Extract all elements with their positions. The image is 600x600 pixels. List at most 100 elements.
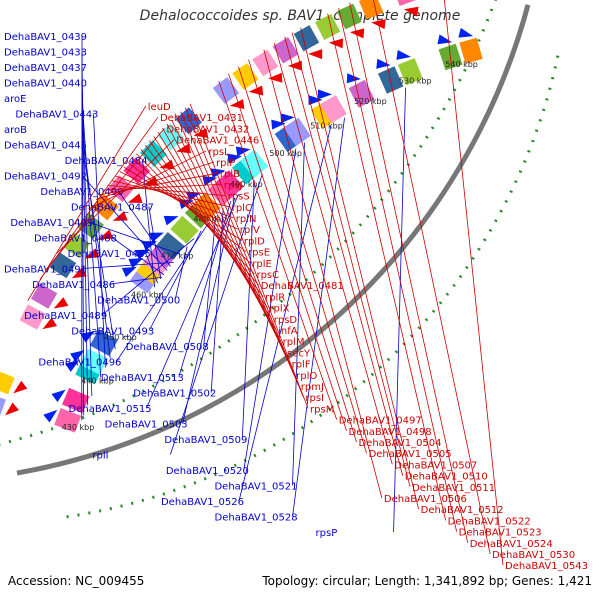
forward-gene-label: rpsP <box>316 528 338 539</box>
forward-gene-label: rplI <box>92 451 108 462</box>
forward-gene-leader <box>146 193 239 409</box>
forward-gene-label: DehaBAV1_0440 <box>4 79 87 90</box>
reverse-gene-arrow <box>98 229 114 240</box>
forward-gene-leader <box>81 262 174 269</box>
forward-gene-label: DehaBAV1_0437 <box>4 63 87 74</box>
reverse-feature-block <box>49 252 77 279</box>
reverse-gene-arrow <box>287 60 303 71</box>
forward-feature-block <box>54 407 82 433</box>
reverse-gene-label: rplM <box>283 337 305 348</box>
kbp-label: 540 kbp <box>445 60 478 69</box>
reverse-gene-arrow <box>328 38 344 49</box>
reverse-gene-leader <box>103 184 222 191</box>
forward-feature-block <box>459 37 483 64</box>
reverse-feature-block <box>232 63 259 90</box>
forward-gene-leader <box>88 221 181 255</box>
forward-gene-arrow <box>65 359 80 372</box>
forward-gene-label: DehaBAV1_0526 <box>161 497 244 508</box>
forward-gene-label: DehaBAV1_0445 <box>4 141 87 152</box>
forward-gene-leader <box>81 144 116 350</box>
reverse-gene-leader <box>111 180 230 208</box>
reverse-gene-leader <box>180 111 300 387</box>
reverse-gene-label: rpsJ <box>224 180 243 191</box>
forward-gene-label: DehaBAV1_0521 <box>214 482 297 493</box>
reverse-feature-block <box>358 0 384 20</box>
forward-feature-block <box>320 95 347 124</box>
forward-feature-block <box>283 117 311 146</box>
accession-text: Accession: NC_009455 <box>8 574 145 588</box>
reverse-gene-arrow <box>53 297 69 309</box>
reverse-gene-arrow <box>268 72 283 83</box>
reverse-gene-leader <box>107 184 226 196</box>
forward-gene-label: DehaBAV1_0490 <box>40 187 123 198</box>
reverse-gene-label: DehaBAV1_0522 <box>448 516 531 527</box>
forward-gene-label: DehaBAV1_0492 <box>4 172 87 183</box>
reverse-gene-arrow <box>229 99 245 110</box>
forward-gene-arrow <box>376 58 391 69</box>
backbone-circle <box>16 4 531 476</box>
forward-gene-leader <box>241 180 255 440</box>
forward-gene-label: DehaBAV1_0487 <box>71 203 154 214</box>
forward-gene-label: DehaBAV1_0433 <box>4 48 87 59</box>
forward-gene-leader <box>238 125 332 502</box>
reverse-gene-label: rpsL <box>208 147 230 158</box>
reverse-gene-label: rplN <box>236 214 257 225</box>
map-rings <box>0 0 560 519</box>
reverse-gene-label: secY <box>287 348 311 359</box>
kbp-label: 440 kbp <box>81 377 114 386</box>
forward-gene-arrow <box>280 113 295 124</box>
forward-gene-label: DehaBAV1_0443 <box>15 110 98 121</box>
reverse-gene-leader <box>99 172 218 196</box>
reverse-gene-label: rpmJ <box>301 382 324 393</box>
reverse-feature-block <box>19 304 46 330</box>
reverse-gene-leader <box>218 80 338 420</box>
reverse-gene-arrow <box>127 193 143 203</box>
reverse-gene-label: DehaBAV1_0504 <box>358 438 441 449</box>
forward-gene-leader <box>182 197 236 424</box>
forward-gene-arrow <box>210 168 226 179</box>
reverse-gene-arrow <box>5 402 19 416</box>
reverse-feature-block <box>392 0 417 6</box>
reverse-gene-label: DehaBAV1_0530 <box>492 550 575 561</box>
reverse-gene-leader <box>327 13 447 521</box>
forward-gene-arrow <box>437 34 453 45</box>
forward-gene-leader <box>101 238 195 316</box>
reverse-feature-block <box>315 13 341 40</box>
genome-summary-text: Topology: circular; Length: 1,341,892 bp… <box>262 574 592 588</box>
reverse-gene-label: rplX <box>269 304 289 315</box>
reverse-gene-leader <box>175 115 295 375</box>
forward-gene-arrow <box>163 215 179 226</box>
reverse-gene-arrow <box>42 317 58 330</box>
kbp-label: 450 kbp <box>104 333 137 342</box>
reverse-gene-label: DehaBAV1_0543 <box>505 561 588 572</box>
forward-gene-label: DehaBAV1_0493 <box>71 327 154 338</box>
reverse-gene-label: DehaBAV1_0446 <box>176 136 259 147</box>
forward-gene-arrow <box>128 258 144 269</box>
reverse-gene-label: DehaBAV1_0498 <box>349 427 432 438</box>
forward-gene-leader <box>203 215 217 347</box>
forward-gene-arrow <box>308 95 323 106</box>
kbp-label: 470 kbp <box>161 251 194 260</box>
forward-gene-label: DehaBAV1_0509 <box>164 435 247 446</box>
forward-gene-arrow <box>271 119 286 130</box>
forward-gene-label: DehaBAV1_0503 <box>105 420 188 431</box>
reverse-gene-label: leuD <box>148 102 171 113</box>
forward-gene-leader <box>170 173 263 455</box>
forward-gene-arrow <box>396 49 411 60</box>
forward-gene-label: DehaBAV1_0439 <box>4 32 87 43</box>
forward-gene-arrow <box>227 153 242 164</box>
forward-gene-leader <box>210 208 224 393</box>
forward-feature-block <box>232 156 260 185</box>
reverse-gene-labels: leuDDehaBAV1_0431DehaBAV1_0432DehaBAV1_0… <box>27 0 588 572</box>
reverse-gene-label: DehaBAV1_0511 <box>412 483 495 494</box>
reverse-gene-leader <box>338 8 458 532</box>
forward-gene-leader <box>81 175 168 271</box>
kbp-label: 520 kbp <box>354 97 387 106</box>
forward-gene-label: DehaBAV1_0484 <box>65 156 148 167</box>
forward-gene-label: DehaBAV1_0515 <box>69 404 152 415</box>
forward-gene-leader <box>110 276 163 285</box>
reverse-gene-arrow <box>349 28 365 39</box>
reverse-gene-leader <box>189 103 309 409</box>
forward-gene-arrow <box>458 27 474 38</box>
